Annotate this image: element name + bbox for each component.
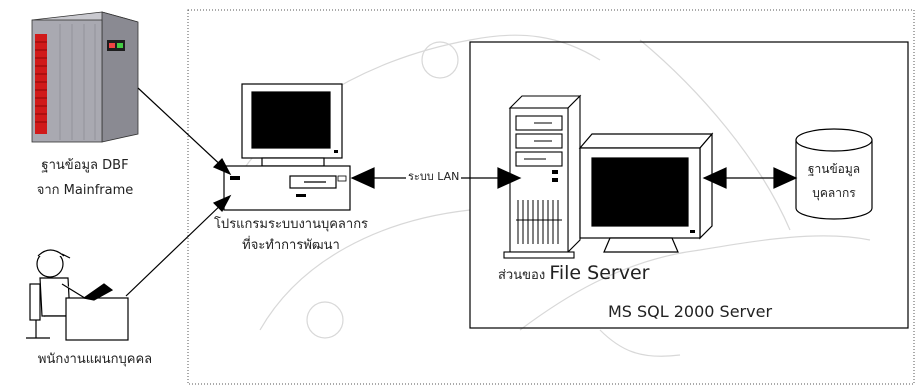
program-label-line2: ที่จะทำการพัฒนา [242, 238, 340, 253]
dbf-label-line1: ฐานข้อมูล DBF [41, 158, 129, 173]
db-label-line1: ฐานข้อมูล [807, 162, 861, 176]
system-boundary [187, 9, 915, 385]
program-label-line1: โปรแกรมระบบงานบุคลากร [213, 217, 369, 232]
file-server-label: ส่วนของ File Server [498, 262, 649, 285]
db-label-line2: บุคลากร [812, 186, 856, 200]
lan-label: ระบบ LAN [406, 170, 462, 184]
staff-label: พนักงานแผนกบุคคล [37, 352, 153, 367]
tower-server-icon [503, 94, 582, 259]
sql-server-boundary [469, 41, 909, 329]
person-at-desk-icon [26, 249, 129, 341]
desktop-computer-icon [223, 83, 351, 211]
file-server-main: File Server [549, 262, 650, 284]
mainframe-icon [31, 11, 139, 143]
database-cylinder-icon [795, 128, 873, 220]
file-server-prefix: ส่วนของ [498, 268, 546, 283]
staff-link [125, 199, 227, 297]
mainframe-link [137, 87, 227, 171]
dbf-label-line2: จาก Mainframe [36, 183, 134, 198]
sql-server-label: MS SQL 2000 Server [607, 302, 773, 321]
monitor-icon [578, 132, 714, 253]
